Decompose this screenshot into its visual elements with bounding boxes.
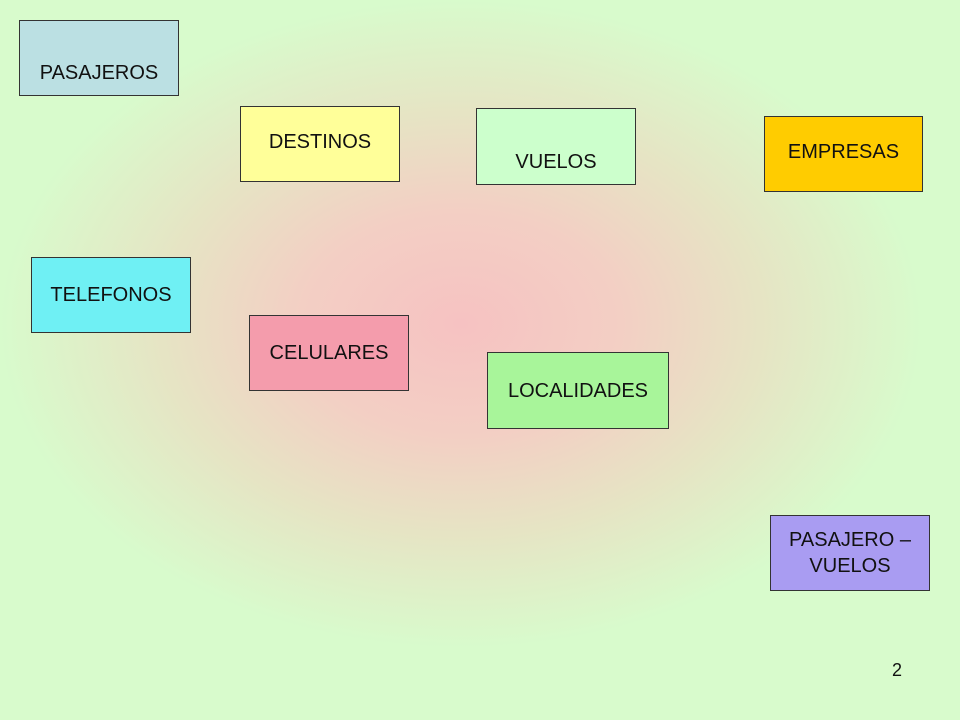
- entity-empresas[interactable]: EMPRESAS: [764, 116, 923, 192]
- slide-number: 2: [891, 660, 902, 680]
- entity-destinos[interactable]: DESTINOS: [240, 106, 400, 182]
- entity-pasajeros[interactable]: PASAJEROS: [19, 20, 179, 96]
- entity-pasajero-vuelos[interactable]: PASAJERO – VUELOS: [770, 515, 930, 591]
- entity-vuelos[interactable]: VUELOS: [476, 108, 636, 185]
- entity-celulares[interactable]: CELULARES: [249, 315, 409, 391]
- entity-localidades[interactable]: LOCALIDADES: [487, 352, 669, 429]
- entity-telefonos[interactable]: TELEFONOS: [31, 257, 191, 333]
